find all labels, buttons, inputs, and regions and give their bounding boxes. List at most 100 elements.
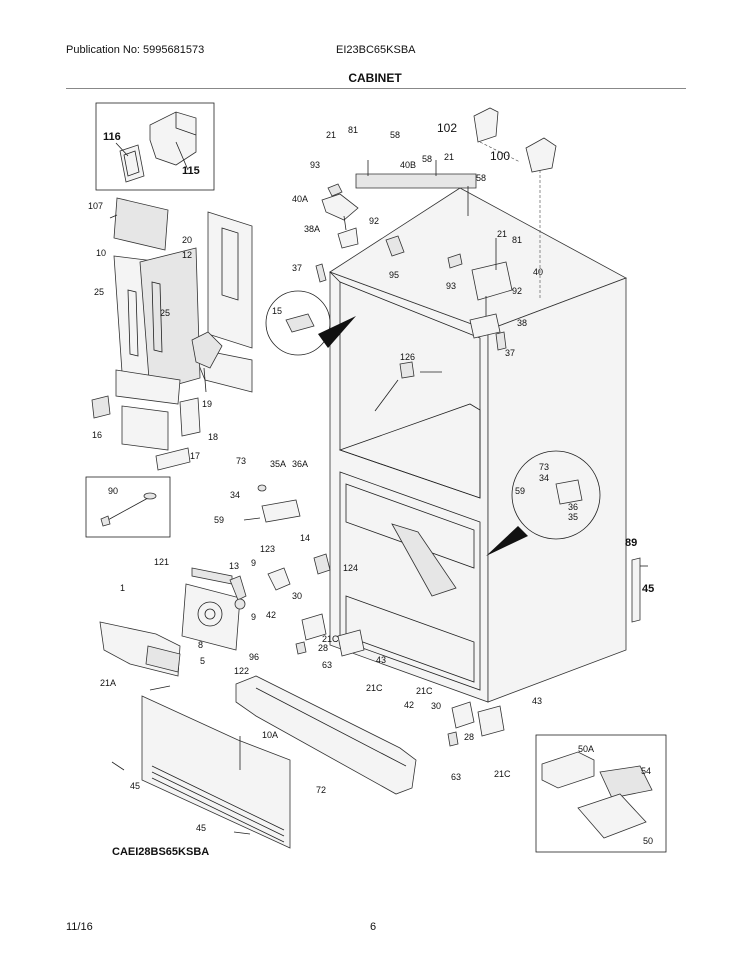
part-38: [469, 313, 501, 339]
callout-21c: 21: [497, 229, 507, 239]
part-37b: [495, 331, 507, 351]
callout-36: 36: [568, 502, 578, 512]
part-small-16: [91, 395, 111, 419]
callout-95: 95: [389, 270, 399, 280]
callout-100: 100: [490, 149, 510, 163]
callout-45b: 45: [130, 781, 140, 791]
callout-58a: 58: [390, 130, 400, 140]
part-evaporator-12: [139, 247, 201, 393]
callout-43b: 43: [532, 696, 542, 706]
callout-17: 17: [190, 451, 200, 461]
callout-89: 89: [625, 537, 637, 549]
callout-93a: 93: [310, 160, 320, 170]
part-cover-107: [113, 197, 169, 251]
callout-116: 116: [103, 131, 121, 143]
callout-58b: 58: [422, 154, 432, 164]
part-18: [179, 397, 201, 437]
part-cover-plate: [119, 144, 145, 183]
callout-10A: 10A: [262, 730, 278, 740]
part-43b: [477, 705, 505, 737]
callout-81a: 81: [348, 125, 358, 135]
callout-96: 96: [249, 652, 259, 662]
part-panel-20: [207, 211, 253, 349]
callout-54: 54: [641, 766, 651, 776]
callout-16: 16: [92, 430, 102, 440]
page-number: 6: [370, 921, 377, 933]
part-divider-124: [391, 523, 457, 597]
part-access-cover-10A: [141, 695, 291, 849]
callout-15: 15: [272, 306, 282, 316]
part-hinge-100: [525, 137, 557, 173]
part-top-rail-40B: [355, 173, 477, 189]
part-side-plate-89: [631, 557, 641, 623]
part-drain-16: [121, 405, 169, 451]
part-hinge-102: [473, 107, 499, 143]
callout-92b: 92: [512, 286, 522, 296]
part-93b: [447, 253, 463, 269]
callout-21ca: 21C: [322, 634, 339, 644]
callout-40a: 40A: [292, 194, 308, 204]
part-hinge-40A: [321, 193, 359, 221]
callout-37a: 37: [292, 263, 302, 273]
part-93a: [327, 183, 343, 197]
callout-28a: 28: [318, 643, 328, 653]
callout-42b: 42: [404, 700, 414, 710]
section-title: CABINET: [348, 71, 402, 85]
part-54: [599, 765, 653, 799]
callout-14: 14: [300, 533, 310, 543]
part-43a: [337, 629, 365, 657]
callout-81b: 81: [512, 235, 522, 245]
callout-59b: 59: [515, 486, 525, 496]
callout-92a: 92: [369, 216, 379, 226]
callout-30b: 30: [431, 701, 441, 711]
callout-40: 40: [533, 267, 543, 277]
callout-63a: 63: [322, 660, 332, 670]
callout-10: 10: [96, 248, 106, 258]
part-123: [267, 567, 291, 591]
callout-107: 107: [88, 201, 103, 211]
catalog-code: CAEI28BS65KSBA: [112, 846, 210, 858]
callout-5: 5: [200, 656, 205, 666]
callout-1: 1: [120, 583, 125, 593]
callout-40b: 40B: [400, 160, 416, 170]
callout-21a: 21: [326, 130, 336, 140]
part-50: [577, 793, 647, 839]
part-light-housing: [149, 111, 197, 166]
callout-42a: 42: [266, 610, 276, 620]
callout-9a: 9: [251, 558, 256, 568]
callout-35a: 35A: [270, 459, 286, 469]
footer-date: 11/16: [66, 921, 93, 933]
callout-45a: 45: [642, 583, 654, 595]
part-28a: [295, 641, 307, 655]
callout-21cd: 21C: [494, 769, 511, 779]
callout-50: 50: [643, 836, 653, 846]
part-sensor-90: [105, 497, 149, 522]
callout-58c: 58: [476, 173, 486, 183]
cabinet-freezer-liner: [339, 471, 481, 691]
callout-25a: 25: [94, 287, 104, 297]
callout-126: 126: [400, 352, 415, 362]
part-kickplate-72: [235, 675, 417, 795]
callout-8: 8: [198, 640, 203, 650]
callout-21A: 21A: [100, 678, 116, 688]
callout-115: 115: [182, 165, 200, 177]
part-37a: [315, 263, 327, 283]
callout-102: 102: [437, 121, 457, 135]
part-28b: [447, 731, 459, 747]
callout-13: 13: [229, 561, 239, 571]
callout-34b: 34: [539, 473, 549, 483]
callout-73b: 73: [539, 462, 549, 472]
callout-21b: 21: [444, 152, 454, 162]
part-14: [313, 553, 331, 575]
callout-38: 38: [517, 318, 527, 328]
callout-93b: 93: [446, 281, 456, 291]
callout-38a: 38A: [304, 224, 320, 234]
header-divider: [66, 88, 686, 89]
callout-circle-15: [265, 290, 331, 356]
part-95: [385, 235, 405, 257]
callout-34a: 34: [230, 490, 240, 500]
callout-122: 122: [234, 666, 249, 676]
callout-35: 35: [568, 512, 578, 522]
part-fan-shroud-13: [181, 583, 241, 651]
callout-21cb: 21C: [366, 683, 383, 693]
